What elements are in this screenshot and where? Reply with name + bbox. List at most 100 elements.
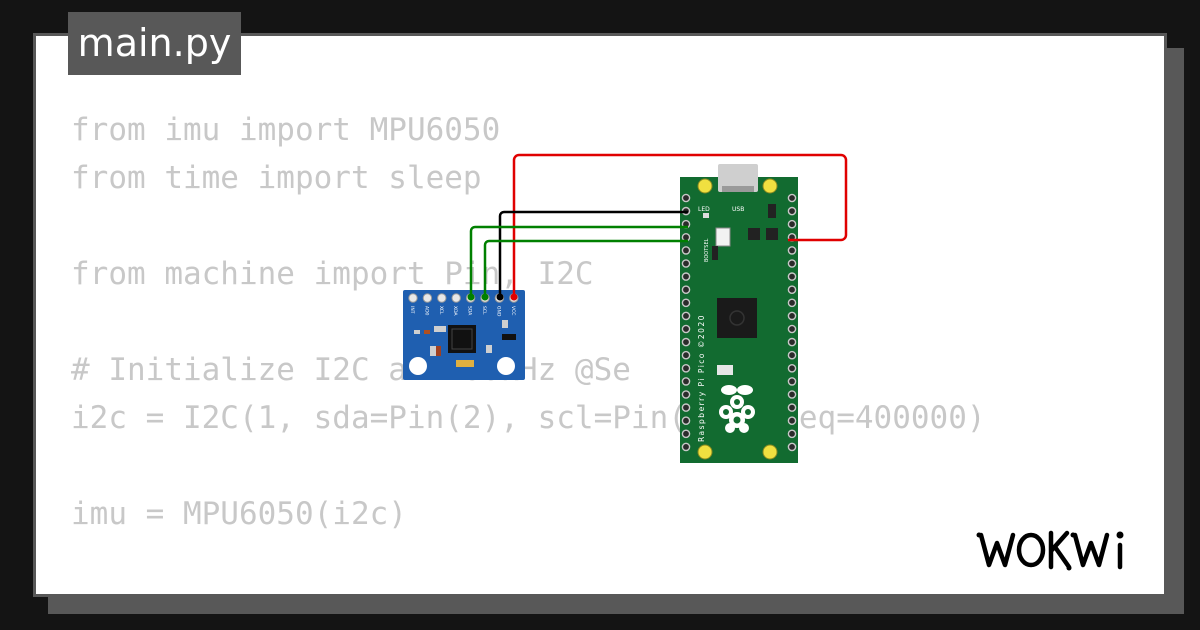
smd-component	[748, 228, 760, 240]
usb-label: USB	[732, 206, 744, 213]
pico-pin-right[interactable]	[787, 377, 797, 386]
led-label: LED	[698, 206, 710, 213]
pico-pin-right[interactable]	[787, 298, 797, 308]
mounting-hole	[762, 178, 778, 194]
rp2040-chip	[717, 298, 757, 338]
pico-pin-right[interactable]	[787, 429, 797, 439]
pico-pin-left[interactable]	[681, 403, 691, 412]
pico-pin-right[interactable]	[787, 259, 797, 268]
chip-logo	[729, 310, 745, 326]
pico-pin-right[interactable]	[787, 390, 797, 399]
pico-pin-left[interactable]	[681, 298, 691, 308]
code-line: from machine import Pin, I2C	[71, 256, 594, 292]
wire-scl-green[interactable]	[483, 239, 688, 297]
mpu-pin-label: INT	[409, 306, 415, 314]
mpu-pin-label: AD0	[423, 306, 429, 316]
pico-pin-left[interactable]	[681, 416, 691, 426]
bootsel-button[interactable]	[715, 227, 731, 247]
usb-connector-lip	[722, 186, 754, 192]
pico-pin-right[interactable]	[787, 206, 797, 216]
pico-pin-right[interactable]	[787, 246, 797, 255]
pico-pin-left[interactable]	[681, 311, 691, 321]
file-tab-main-py[interactable]: main.py	[68, 12, 241, 75]
pico-pin-left[interactable]	[681, 259, 691, 268]
mounting-hole	[697, 178, 713, 194]
code-line: # Initialize I2C at 400kHz @Se	[71, 352, 631, 388]
led-indicator	[703, 213, 709, 218]
bootsel-label: BOOTSEL	[704, 238, 710, 262]
mpu-pin-ad0[interactable]	[422, 293, 433, 303]
code-line: from imu import MPU6050	[71, 112, 501, 148]
smd-component	[502, 320, 508, 328]
smd-component	[430, 346, 436, 356]
pico-pin-right[interactable]	[787, 363, 797, 373]
smd-capacitor	[456, 360, 474, 367]
mounting-hole	[497, 357, 515, 375]
wire-gnd-black[interactable]	[498, 210, 688, 297]
mpu-pin-label: XDA	[452, 306, 458, 316]
mounting-hole	[762, 444, 778, 460]
mpu-pin-label: SDA	[467, 306, 473, 316]
pico-pin-left[interactable]	[681, 429, 691, 439]
code-line: from time import sleep	[71, 160, 482, 196]
code-editor[interactable]: from imu import MPU6050 from time import …	[71, 106, 986, 594]
pico-pin-left[interactable]	[681, 442, 691, 452]
wire-end	[510, 293, 518, 301]
wire-end	[467, 293, 475, 301]
mpu-pin-label: VCC	[510, 306, 516, 315]
pico-pin-right[interactable]	[787, 403, 797, 412]
pico-pin-left[interactable]	[681, 377, 691, 386]
pico-pin-left[interactable]	[681, 324, 691, 334]
usb-connector	[718, 164, 758, 192]
pin-number-label: 39	[776, 170, 784, 177]
mpu-pin-label: XCL	[438, 306, 444, 315]
pico-pin-left[interactable]	[681, 193, 691, 203]
code-line: imu = MPU6050(i2c)	[71, 496, 407, 532]
pico-pin-right[interactable]	[787, 416, 797, 426]
pico-pin-left[interactable]	[681, 272, 691, 281]
mpu-pin-xda[interactable]	[451, 293, 461, 303]
wire-sda-green[interactable]	[469, 225, 688, 297]
smd-component	[768, 204, 776, 218]
pico-pin-left[interactable]	[681, 246, 691, 255]
pico-pin-right[interactable]	[787, 337, 797, 347]
pico-pin-right[interactable]	[787, 350, 797, 360]
board-text: Raspberry Pi Pico ©2020	[697, 314, 706, 442]
smd-resistor	[424, 330, 430, 334]
pico-pin-left[interactable]	[681, 350, 691, 360]
mounting-hole	[409, 357, 427, 375]
smd-component	[766, 228, 778, 240]
pico-pin-left[interactable]	[681, 363, 691, 373]
code-line: i2c = I2C(1, sda=Pin(2), scl=Pin(3), fre…	[71, 400, 986, 436]
smd-component	[436, 346, 441, 356]
wire-vcc-red[interactable]	[512, 153, 848, 297]
wire-end	[481, 293, 489, 301]
regulator	[502, 334, 516, 340]
pico-pin-left[interactable]	[681, 390, 691, 399]
smd-component	[486, 345, 492, 353]
smd-component	[717, 365, 733, 375]
mpu-pin-label: GND	[495, 306, 501, 317]
smd-resistor	[414, 330, 420, 334]
mpu-pin-xcl[interactable]	[437, 293, 447, 303]
pico-pin-right[interactable]	[787, 193, 797, 203]
mpu6050-chip	[448, 325, 476, 353]
pico-pin-right[interactable]	[787, 311, 797, 321]
mounting-hole	[697, 444, 713, 460]
chip-outline	[451, 328, 473, 350]
pico-pin-right[interactable]	[787, 285, 797, 295]
raspberry-pi-pico[interactable]: 2 39 USB LED BOOTSEL Raspberry Pi Pico ©…	[680, 164, 798, 463]
pico-pin-right[interactable]	[787, 219, 797, 229]
pin-number-label: 2	[692, 170, 696, 177]
code-area: from imu import MPU6050 from time import …	[33, 33, 1167, 597]
wire-end	[496, 293, 504, 301]
mpu-pin-int[interactable]	[408, 293, 418, 303]
pico-pin-left[interactable]	[681, 285, 691, 295]
pico-pin-right[interactable]	[787, 442, 797, 452]
pico-pin-left[interactable]	[681, 337, 691, 347]
code-line: while True:	[71, 586, 986, 594]
pico-pin-right[interactable]	[787, 324, 797, 334]
pico-pin-right[interactable]	[787, 272, 797, 281]
